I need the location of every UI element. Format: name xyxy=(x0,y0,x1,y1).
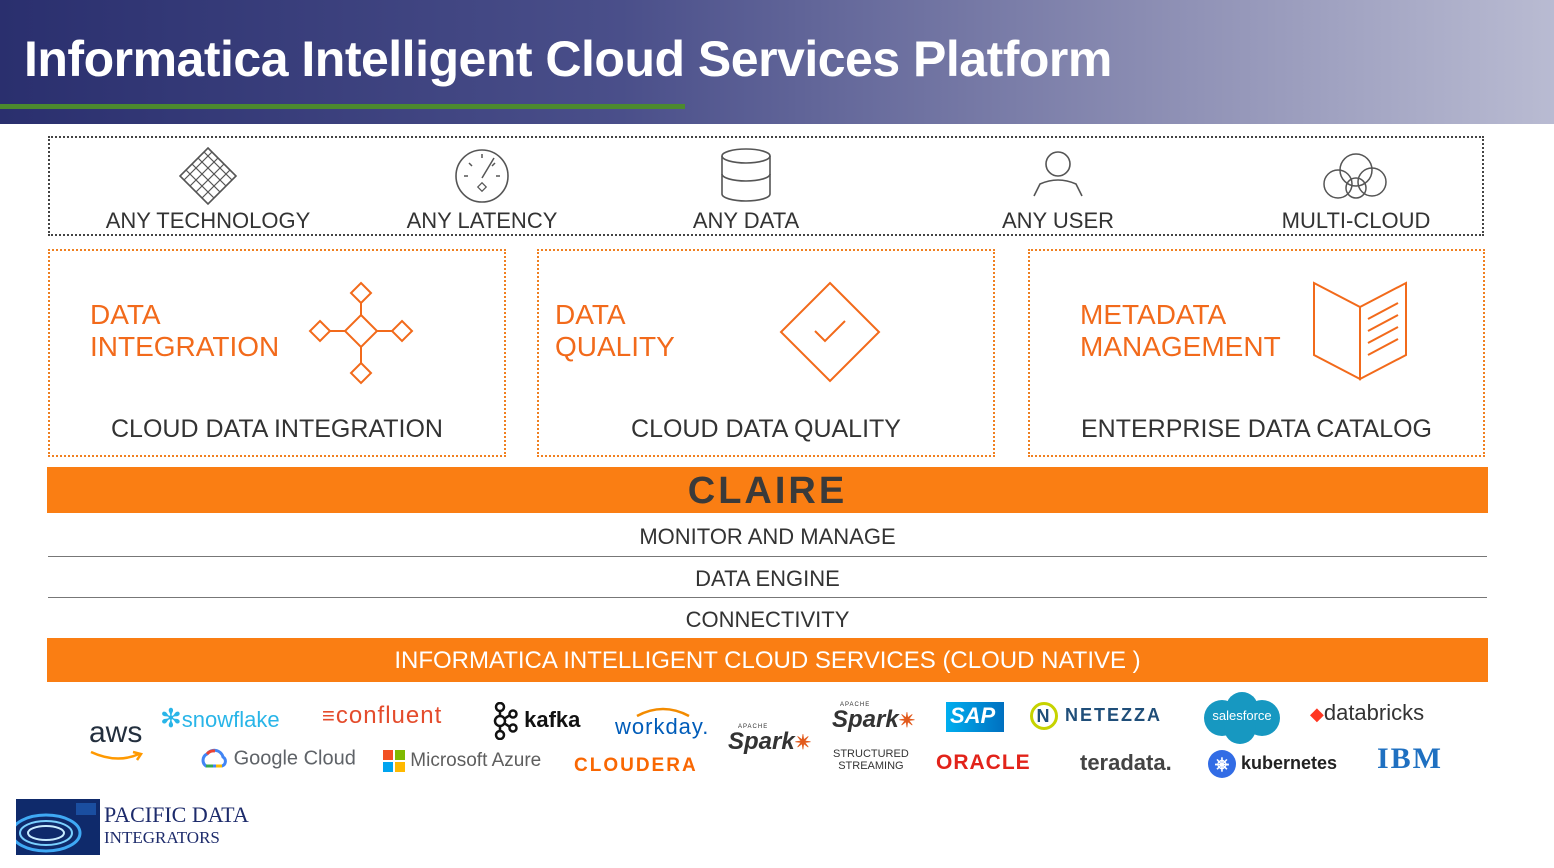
pillar-multi-cloud: MULTI-CLOUD xyxy=(1246,138,1466,238)
product-subtitle: CLOUD DATA INTEGRATION xyxy=(111,415,443,443)
pillar-label: ANY DATA xyxy=(692,208,800,233)
pillar-label: ANY USER xyxy=(1001,208,1115,233)
salesforce-logo: salesforce xyxy=(1200,690,1284,746)
product-subtitle: CLOUD DATA QUALITY xyxy=(631,415,901,443)
databricks-logo: ◆databricks xyxy=(1310,700,1425,725)
integration-nodes-icon xyxy=(308,281,414,385)
oracle-logo: ORACLE xyxy=(936,751,1031,774)
page-title: Informatica Intelligent Cloud Services P… xyxy=(24,31,1112,87)
open-book-icon xyxy=(1313,281,1407,381)
netezza-icon: N xyxy=(1030,702,1058,730)
netezza-logo: N NETEZZA xyxy=(1030,702,1162,730)
cloudera-logo: CLOUDERA xyxy=(574,755,698,776)
pillar-any-technology: ANY TECHNOLOGY xyxy=(98,138,318,238)
pdi-emblem-icon xyxy=(10,799,100,855)
layer-data-engine: DATA ENGINE xyxy=(695,566,840,591)
capabilities-panel: ANY TECHNOLOGY ANY LATENCY ANY DATA ANY … xyxy=(48,136,1484,236)
salesforce-cloud-icon xyxy=(1204,692,1280,744)
spark-logo: APACHE Spark✴ xyxy=(728,724,812,755)
microsoft-icon xyxy=(383,750,405,772)
kubernetes-logo: ⎈ kubernetes xyxy=(1208,750,1337,778)
cloud-native-bar: INFORMATICA INTELLIGENT CLOUD SERVICES (… xyxy=(47,638,1488,682)
pillar-label: ANY LATENCY xyxy=(406,208,558,233)
microsoft-azure-logo: Microsoft Azure xyxy=(383,750,541,772)
speedometer-icon xyxy=(455,149,509,203)
diamond-check-icon xyxy=(779,281,881,383)
ibm-logo: IBM xyxy=(1377,742,1443,775)
divider xyxy=(48,556,1487,557)
pillar-label: ANY TECHNOLOGY xyxy=(105,208,311,233)
workday-arc-icon xyxy=(636,707,690,718)
cloud-native-label: INFORMATICA INTELLIGENT CLOUD SERVICES (… xyxy=(394,647,1141,674)
aws-logo: aws xyxy=(89,718,144,761)
confluent-logo: ≡confluent xyxy=(322,702,443,729)
divider xyxy=(48,597,1487,598)
layer-monitor-manage: MONITOR AND MANAGE xyxy=(639,524,896,549)
kubernetes-helm-icon: ⎈ xyxy=(1208,750,1236,778)
header-banner: Informatica Intelligent Cloud Services P… xyxy=(0,0,1554,124)
pillar-label: MULTI-CLOUD xyxy=(1281,208,1431,233)
pillar-any-data: ANY DATA xyxy=(636,138,856,238)
snowflake-icon: ✻ xyxy=(160,703,182,733)
sap-logo: SAP xyxy=(946,702,1004,732)
aws-smile-icon xyxy=(90,750,144,761)
diamond-grid-icon xyxy=(178,146,238,206)
structured-streaming-label: STRUCTURED STREAMING xyxy=(833,748,909,772)
teradata-logo: teradata. xyxy=(1080,750,1172,775)
workday-logo: workday. xyxy=(615,707,709,738)
pillar-any-user: ANY USER xyxy=(948,138,1168,238)
spark-star-icon: ✴ xyxy=(898,710,916,732)
spark-star-icon: ✴ xyxy=(794,732,812,754)
confluent-icon: ≡ xyxy=(322,703,336,728)
pacific-data-integrators-emblem xyxy=(10,799,100,855)
snowflake-logo: ✻snowflake xyxy=(160,703,280,733)
clouds-icon xyxy=(1323,153,1387,199)
claire-bar: CLAIRE xyxy=(47,467,1488,513)
product-subtitle: ENTERPRISE DATA CATALOG xyxy=(1081,415,1432,443)
title-underline xyxy=(0,104,685,109)
kafka-icon xyxy=(493,701,518,741)
spark-streaming-logo: APACHE Spark✴ xyxy=(832,702,916,733)
pillar-any-latency: ANY LATENCY xyxy=(372,138,592,238)
google-cloud-logo: Google Cloud xyxy=(198,748,356,770)
user-icon xyxy=(1033,151,1083,197)
database-icon xyxy=(721,148,771,202)
layer-connectivity: CONNECTIVITY xyxy=(685,607,850,632)
databricks-icon: ◆ xyxy=(1310,704,1324,724)
pacific-data-integrators-name: PACIFIC DATA INTEGRATORS xyxy=(104,802,249,847)
kafka-logo: kafka xyxy=(492,701,580,741)
claire-logo: CLAIRE xyxy=(687,470,848,512)
google-cloud-icon xyxy=(201,748,227,768)
